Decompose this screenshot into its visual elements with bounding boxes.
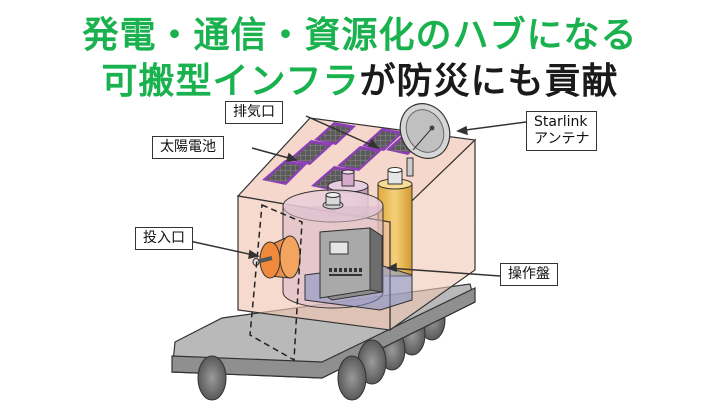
headline-rest: が防災にも貢献 bbox=[359, 61, 619, 102]
headline-highlight: 可搬型インフラ bbox=[101, 61, 360, 102]
label-exhaust: 排気口 bbox=[225, 101, 283, 124]
satellite-dish bbox=[399, 103, 451, 177]
label-starlink: Starlink アンテナ bbox=[526, 111, 598, 151]
label-inlet: 投入口 bbox=[135, 227, 193, 250]
label-starlink-line1: Starlink bbox=[534, 114, 588, 130]
headline-line1: 発電・通信・資源化のハブになる bbox=[82, 15, 638, 56]
wheels-front bbox=[197, 339, 387, 401]
headline-line2: 可搬型インフラが防災にも貢献 bbox=[0, 52, 720, 104]
control-panel bbox=[319, 227, 383, 301]
access-door bbox=[249, 203, 303, 362]
callout-leaders bbox=[184, 115, 527, 277]
inlet-hopper bbox=[252, 235, 301, 279]
label-starlink-line2: アンテナ bbox=[534, 131, 590, 147]
label-control-panel: 操作盤 bbox=[500, 263, 558, 286]
label-solar-panel: 太陽電池 bbox=[152, 136, 224, 159]
